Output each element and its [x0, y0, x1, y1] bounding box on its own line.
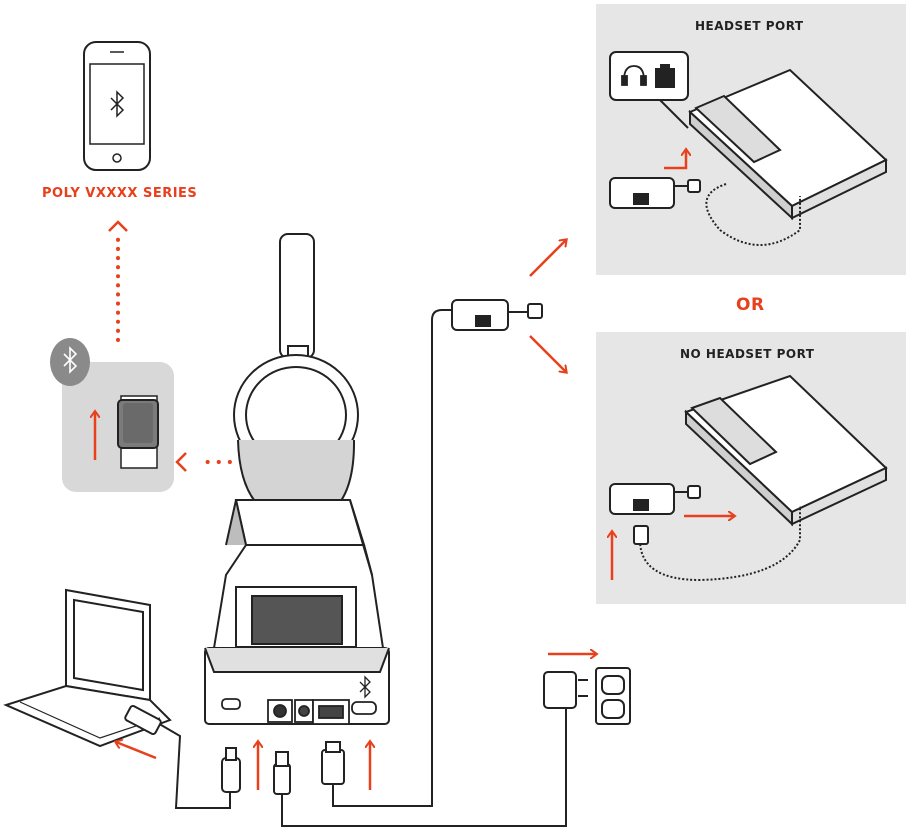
laptop-arrow	[116, 742, 156, 758]
arrow-to-no-headset-port	[530, 336, 566, 372]
headset-port-arrow	[664, 150, 686, 168]
switch-module	[452, 300, 542, 330]
port-callout	[610, 52, 688, 128]
arrowhead-left-dotted	[177, 453, 186, 471]
arrowhead-up-dotted	[109, 222, 127, 231]
desk-phone-bottom	[610, 376, 886, 580]
wall-outlet	[596, 668, 630, 724]
power-adapter	[544, 672, 588, 708]
bluetooth-badge	[50, 338, 90, 386]
switch-graphic	[118, 396, 158, 468]
arrow-to-headset-port	[530, 240, 566, 276]
